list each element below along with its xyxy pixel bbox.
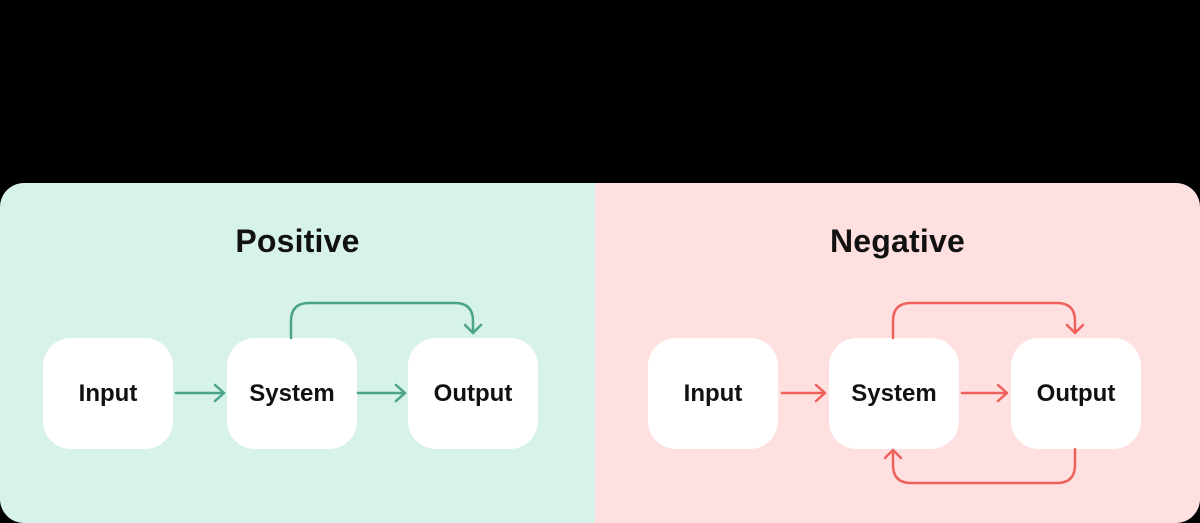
- arrow-system-to-output-icon: [356, 383, 407, 403]
- node-input-label: Input: [78, 379, 138, 407]
- panel-positive: Positive Input System Output: [0, 183, 595, 523]
- node-input: Input: [43, 338, 173, 449]
- feedback-arc-output-to-system-icon: [883, 447, 1077, 485]
- node-system-label: System: [249, 379, 335, 407]
- node-input: Input: [648, 338, 778, 449]
- node-system: System: [829, 338, 959, 449]
- feedback-arc-system-to-output-icon: [891, 301, 1085, 340]
- feedback-panels: Positive Input System Output Negative In…: [0, 183, 1200, 523]
- node-output: Output: [408, 338, 538, 449]
- node-output: Output: [1011, 338, 1141, 449]
- arrow-system-to-output-icon: [960, 383, 1009, 403]
- node-output-label: Output: [1036, 379, 1116, 407]
- panel-negative-title: Negative: [830, 223, 965, 259]
- node-system-label: System: [851, 379, 937, 407]
- node-system: System: [227, 338, 357, 449]
- panel-positive-title: Positive: [235, 223, 360, 259]
- node-output-label: Output: [433, 379, 513, 407]
- feedback-arc-system-to-output-icon: [289, 301, 483, 340]
- node-input-label: Input: [683, 379, 743, 407]
- arrow-input-to-system-icon: [780, 383, 827, 403]
- panel-negative: Negative Input System Output: [595, 183, 1200, 523]
- arrow-input-to-system-icon: [174, 383, 226, 403]
